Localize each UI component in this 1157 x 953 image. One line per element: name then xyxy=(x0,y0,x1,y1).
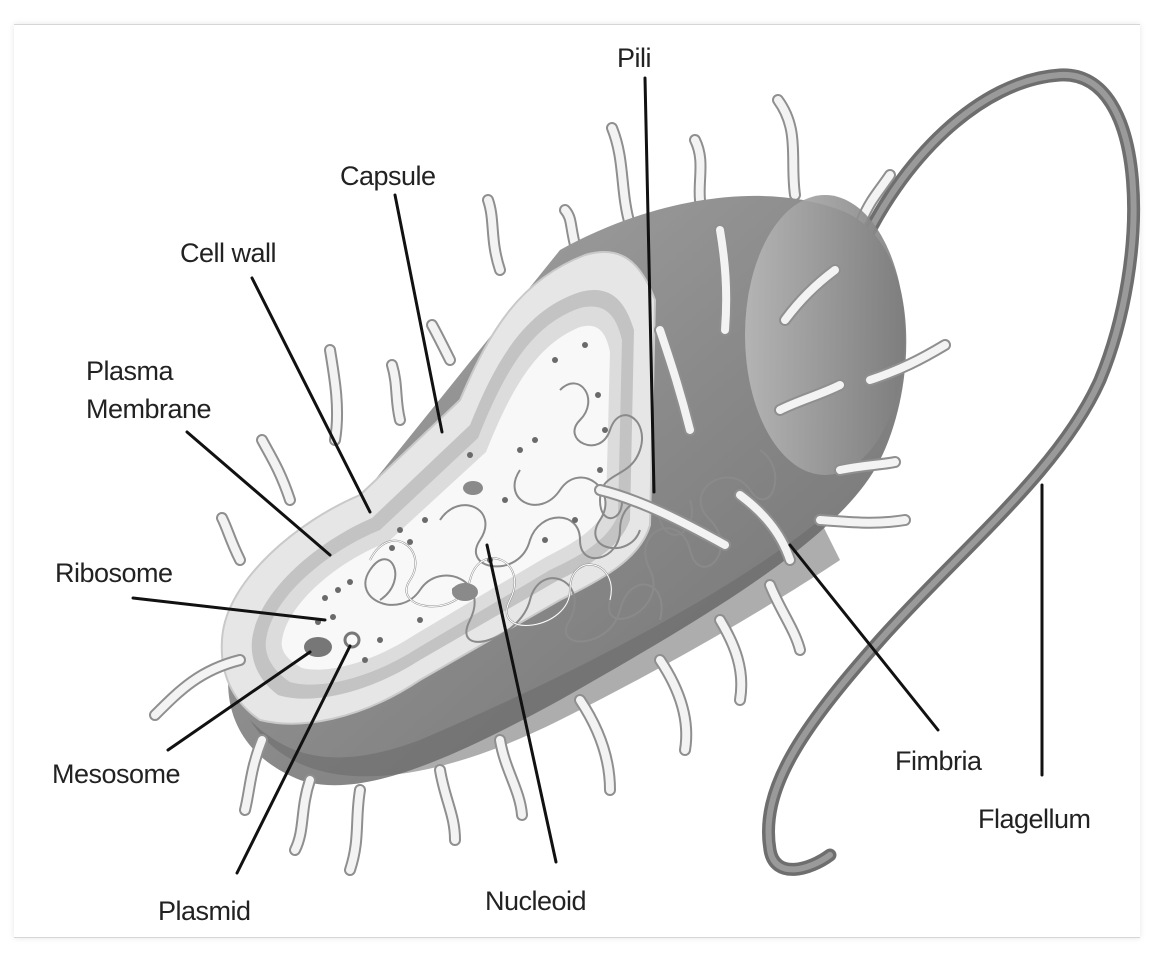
label-mesosome: Mesosome xyxy=(52,759,180,789)
label-fimbria: Fimbria xyxy=(895,746,983,776)
label-pili: Pili xyxy=(617,43,651,73)
label-ribosome: Ribosome xyxy=(55,558,173,588)
label-nucleoid: Nucleoid xyxy=(485,886,586,916)
leader-cell-wall xyxy=(252,278,370,512)
leader-fimbria xyxy=(790,545,938,730)
inclusion-body xyxy=(452,583,478,601)
label-cell-wall: Cell wall xyxy=(180,238,276,268)
inclusion-body xyxy=(463,481,483,495)
label-capsule: Capsule xyxy=(340,161,436,191)
label-flagellum: Flagellum xyxy=(978,804,1091,834)
leader-plasma-membrane xyxy=(187,432,330,555)
label-plasma-membrane-line1: Plasma xyxy=(86,356,175,386)
label-plasma-membrane-line2: Membrane xyxy=(86,394,211,424)
label-plasmid: Plasmid xyxy=(158,896,251,926)
